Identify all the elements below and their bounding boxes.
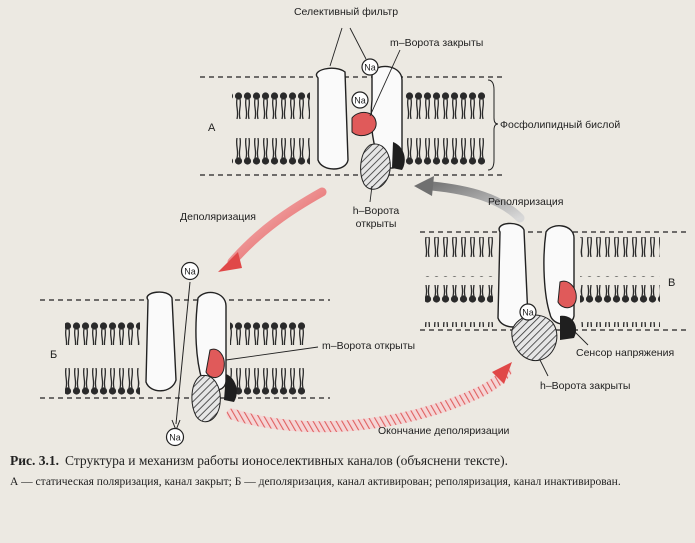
leader-line — [574, 331, 589, 346]
na-ion — [519, 303, 537, 321]
voltage-sensor — [560, 315, 577, 340]
leader-line — [369, 49, 401, 117]
m-gate-open — [205, 348, 225, 378]
selective-filter-label: Селективный фильтр — [294, 6, 398, 18]
m-gate-closed — [351, 112, 377, 137]
channel-state-b: Na Na m–Ворота открыты Б — [40, 261, 415, 447]
na-ion — [180, 261, 200, 281]
channel-protein-left — [315, 67, 349, 170]
na-ion — [361, 58, 379, 76]
depolarization-label: Деполяризация — [180, 211, 256, 223]
channel-protein-right — [543, 225, 575, 325]
lipid-bilayer-upper-left — [232, 82, 310, 122]
lipid-bilayer-lower-right — [580, 285, 660, 327]
transition-end-depolarization: Окончание деполяризации — [226, 362, 512, 437]
state-v-label: В — [668, 277, 675, 289]
caption-title: Рис. 3.1. Структура и механизм работы ион… — [10, 452, 690, 469]
h-gate-closed — [511, 314, 558, 362]
na-ion — [165, 427, 185, 447]
leader-line — [329, 27, 343, 67]
na-ion-label: Na — [184, 267, 196, 277]
end-depolarization-arrowhead — [492, 362, 512, 384]
na-ion-label: Na — [364, 63, 376, 73]
lipid-bilayer-upper-right — [580, 237, 660, 277]
figure-caption: Рис. 3.1. Структура и механизм работы ион… — [10, 452, 690, 490]
leader-line — [349, 27, 367, 60]
voltage-sensor — [224, 374, 237, 402]
lipid-bilayer-upper-right — [405, 82, 485, 122]
lipid-bilayer-lower-left — [65, 353, 140, 395]
na-ion-label: Na — [522, 308, 534, 318]
na-ion-label: Na — [354, 96, 366, 106]
caption-description: А — статическая поляризация, канал закры… — [10, 476, 621, 488]
repolarization-label: Реполяризация — [488, 196, 563, 208]
ion-path-arrow — [175, 281, 191, 425]
h-gate-open — [360, 143, 391, 190]
channel-state-v: Na Сенсор напряжения h–Ворота закрыты В — [420, 222, 690, 392]
channel-state-a: Na Na Селективный фильтр m–Ворота закрыт… — [200, 6, 620, 230]
lipid-bilayer-upper-right — [230, 305, 305, 345]
voltage-sensor — [392, 142, 405, 170]
h-gate-closed-label: h–Ворота закрыты — [540, 380, 630, 392]
lipid-bilayer-lower-right — [405, 130, 485, 172]
repolarization-arrow — [427, 181, 525, 223]
bilayer-brace — [487, 79, 499, 171]
h-gate-open-label: h–Ворота — [353, 205, 400, 217]
depolarization-arrow — [227, 187, 327, 267]
ion-channel-diagram: Na Na Селективный фильтр m–Ворота закрыт… — [40, 6, 690, 447]
repolarization-arrowhead — [414, 176, 434, 196]
caption-title-text: Структура и механизм работы ионоселектив… — [65, 453, 509, 468]
lipid-bilayer-upper-left — [65, 305, 140, 345]
leader-line — [225, 346, 319, 361]
m-gate-open — [557, 280, 577, 309]
lipid-bilayer-lower-left — [425, 285, 493, 327]
channel-protein-left — [145, 291, 177, 392]
transition-depolarization: Деполяризация — [180, 187, 327, 272]
voltage-sensor-label: Сенсор напряжения — [576, 347, 674, 359]
depolarization-arrowhead — [218, 252, 242, 272]
m-gate-closed-label: m–Ворота закрыты — [390, 37, 483, 49]
h-gate-open — [191, 374, 221, 423]
na-ion-label: Na — [169, 433, 181, 443]
end-depolarization-arrow — [226, 366, 512, 433]
state-a-label: А — [208, 122, 216, 134]
lipid-bilayer-lower-left — [232, 130, 310, 172]
leader-line — [539, 359, 549, 377]
m-gate-open-label: m–Ворота открыты — [322, 340, 415, 352]
phospholipid-bilayer-label: Фосфолипидный бислой — [500, 119, 620, 131]
h-gate-open-label: открыты — [356, 218, 397, 230]
state-b-label: Б — [50, 349, 57, 361]
figure-number: Рис. 3.1. — [10, 453, 60, 468]
leader-line — [369, 185, 373, 203]
transition-repolarization: Реполяризация — [414, 176, 563, 223]
end-depolarization-label: Окончание деполяризации — [378, 425, 510, 437]
lipid-bilayer-upper-left — [425, 237, 493, 277]
lipid-bilayer-lower-right — [230, 353, 305, 395]
na-ion — [351, 91, 369, 109]
